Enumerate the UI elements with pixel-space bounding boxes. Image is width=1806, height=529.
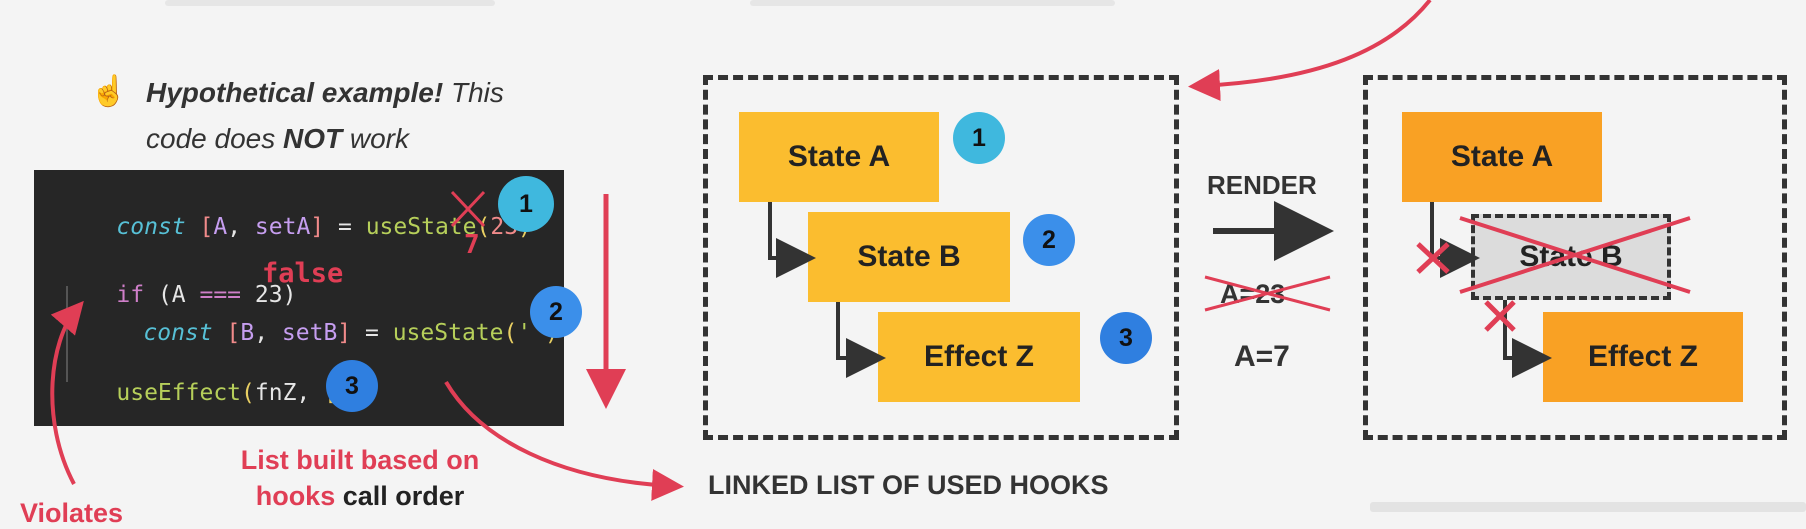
right-item-effect-z: Effect Z bbox=[1543, 312, 1743, 402]
curved-arrow-top bbox=[1188, 0, 1432, 101]
replacement-value: 7 bbox=[464, 230, 480, 260]
render-label: RENDER bbox=[1207, 170, 1317, 200]
linked-list-container bbox=[703, 75, 1179, 440]
strike-state-b bbox=[1459, 216, 1691, 294]
right-item-state-a: State A bbox=[1402, 112, 1602, 202]
pointing-hand-icon: ☝️ bbox=[90, 75, 128, 108]
strike-old-state bbox=[1204, 275, 1331, 312]
list-badge-2: 2 bbox=[1023, 214, 1075, 266]
code-block: const [A, setA] = useState(23) if (A ===… bbox=[34, 170, 564, 426]
linked-list-after-render bbox=[1363, 75, 1787, 440]
bottom-bar-right bbox=[1370, 502, 1806, 512]
diagram-overlay bbox=[50, 0, 1691, 501]
code-badge-1: 1 bbox=[498, 176, 554, 232]
code-badge-2: 2 bbox=[530, 286, 582, 338]
list-badge-3: 3 bbox=[1100, 312, 1152, 364]
code-line-3: const [B, setB] = useState('') bbox=[143, 320, 559, 346]
code-badge-3: 3 bbox=[326, 360, 378, 412]
connector-a-b bbox=[768, 202, 816, 278]
note-emphasis: Hypothetical example! bbox=[146, 77, 444, 108]
top-bar-left bbox=[165, 0, 495, 6]
connector-cross-2 bbox=[1484, 300, 1516, 332]
connector-cross-1 bbox=[1416, 242, 1450, 274]
list-built-annotation: List built based on hooks call order bbox=[240, 445, 480, 511]
note-text-1: This bbox=[443, 77, 504, 108]
list-item-state-a: State A bbox=[739, 112, 939, 202]
curved-arrow-list bbox=[444, 380, 684, 501]
top-bar-middle bbox=[750, 0, 1115, 6]
new-state-value: A=7 bbox=[1234, 340, 1290, 373]
right-connector-a-b bbox=[1430, 202, 1480, 278]
hypothetical-note: Hypothetical example! This code does NOT… bbox=[146, 70, 566, 162]
note-text-2c: work bbox=[342, 123, 410, 154]
code-line-2: if (A === 23) bbox=[116, 282, 297, 308]
false-label: false bbox=[262, 258, 344, 289]
list-badge-1: 1 bbox=[953, 112, 1005, 164]
linked-list-caption: LINKED LIST OF USED HOOKS bbox=[708, 470, 1109, 500]
strike-old-value bbox=[450, 190, 486, 228]
list-item-state-b: State B bbox=[808, 212, 1010, 302]
curved-arrow-violates bbox=[50, 300, 84, 485]
connector-b-c bbox=[836, 302, 886, 378]
note-text-not: NOT bbox=[283, 123, 343, 154]
note-text-2a: code does bbox=[146, 123, 283, 154]
list-item-effect-z: Effect Z bbox=[878, 312, 1080, 402]
